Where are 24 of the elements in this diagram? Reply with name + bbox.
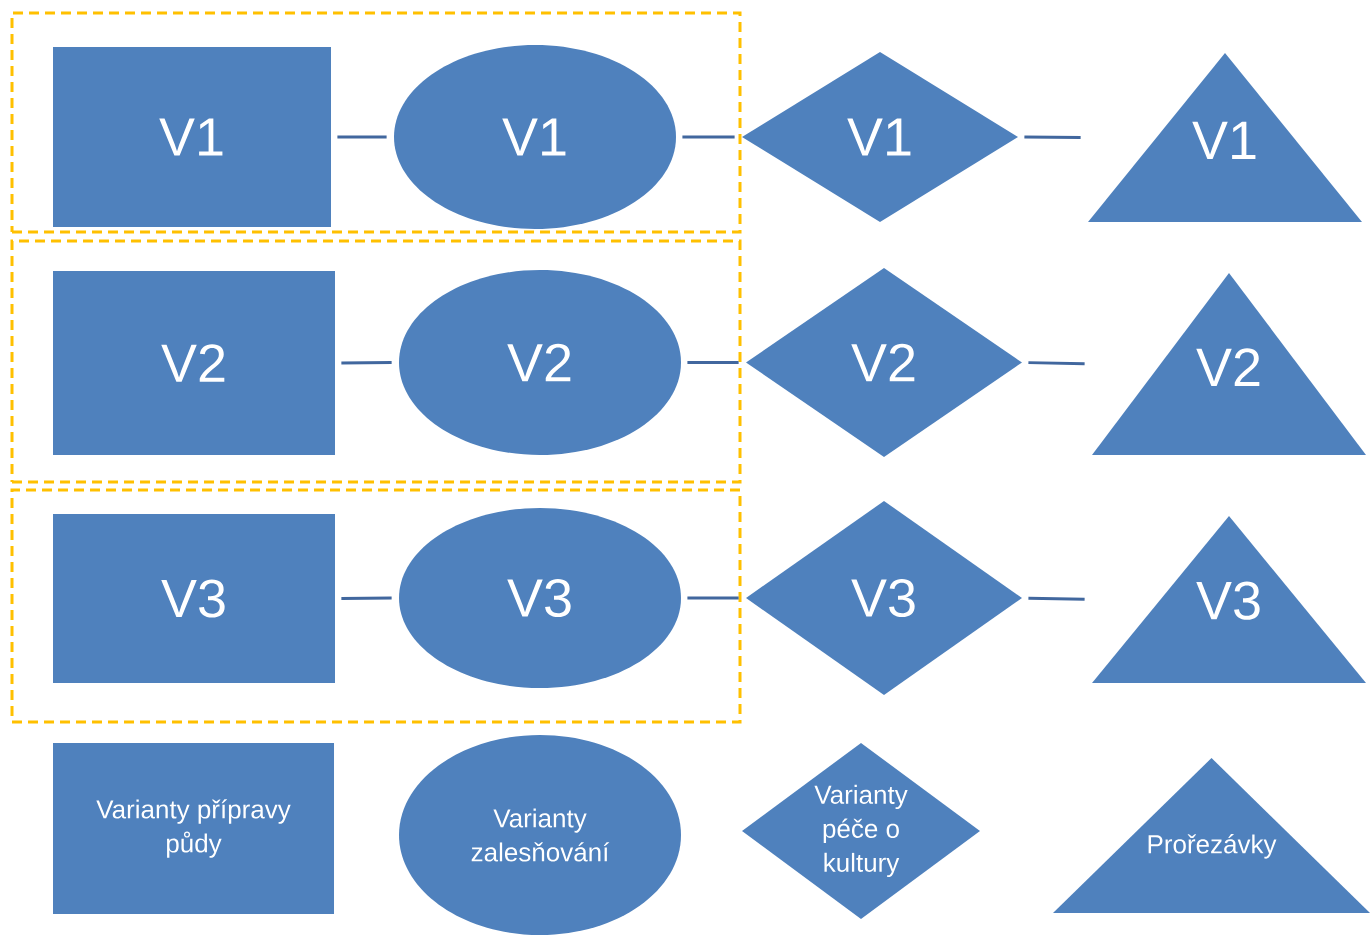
ellipse-node: V1 [394, 45, 676, 229]
connector-line [337, 135, 387, 139]
ellipse-node: V2 [399, 270, 681, 455]
connector-line [1024, 135, 1081, 139]
connector-line [682, 135, 735, 139]
triangle-node: V1 [1088, 53, 1362, 222]
rectangle-box: V2 [53, 271, 335, 455]
connector-line [687, 361, 739, 364]
dashed-group-box [10, 488, 742, 724]
triangle-node: V3 [1092, 516, 1366, 683]
triangle-node: Prořezávky [1053, 758, 1370, 913]
connector-line [1028, 361, 1085, 366]
connector-line [1028, 596, 1085, 601]
connector-line [687, 596, 739, 600]
connector-line [341, 361, 392, 365]
dashed-group-box [10, 11, 742, 234]
ellipse-node: Varianty zalesňování [399, 735, 681, 935]
triangle-node: V2 [1092, 273, 1366, 455]
ellipse-node: V3 [399, 508, 681, 688]
connector-line [341, 596, 392, 600]
rectangle-box: Varianty přípravy půdy [53, 743, 334, 914]
rectangle-box: V3 [53, 514, 335, 683]
dashed-group-box [10, 239, 742, 484]
rectangle-box: V1 [53, 47, 331, 227]
